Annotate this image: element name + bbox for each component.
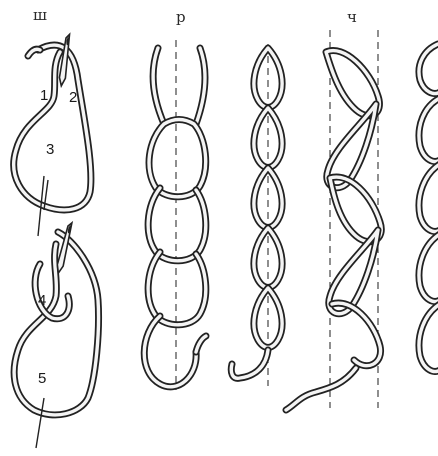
zigzag-links-d	[286, 51, 381, 410]
panel-c-teardrop-chain	[231, 44, 282, 386]
step-number-1: 1	[40, 87, 48, 104]
step-number-3: 3	[46, 141, 54, 158]
step-number-4: 4	[38, 292, 46, 309]
panel-label-b: р	[176, 8, 186, 26]
step-number-5: 5	[38, 370, 46, 387]
step-number-2: 2	[69, 89, 77, 106]
panel-a-steps: 1 2 3 4 5	[14, 34, 99, 448]
panel-label-d: ч	[347, 8, 357, 26]
needle-exit-line-3	[36, 398, 44, 448]
upper-thread-loop	[14, 45, 91, 210]
teardrop-links-c	[231, 48, 282, 378]
chain-links-b	[144, 48, 206, 387]
lower-thread-loop	[14, 232, 98, 415]
panel-e-partial-chain	[419, 44, 438, 371]
panel-d-zigzag-chain	[286, 30, 381, 410]
panel-b-chain	[144, 40, 206, 390]
partial-links-e	[419, 44, 438, 371]
panel-label-a: ш	[33, 6, 47, 24]
